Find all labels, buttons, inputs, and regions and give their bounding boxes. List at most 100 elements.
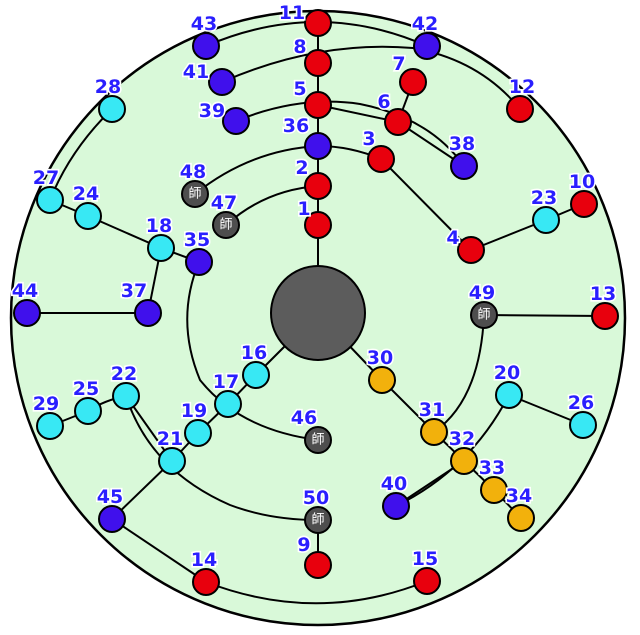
node-27[interactable]	[36, 186, 64, 214]
node-37[interactable]	[134, 299, 162, 327]
node-34[interactable]	[507, 504, 535, 532]
node-37-circle[interactable]	[134, 299, 162, 327]
node-11-circle[interactable]	[304, 9, 332, 37]
node-6-circle[interactable]	[384, 108, 412, 136]
node-21[interactable]	[158, 447, 186, 475]
node-40-circle[interactable]	[382, 492, 410, 520]
node-33-circle[interactable]	[480, 476, 508, 504]
node-29-circle[interactable]	[36, 412, 64, 440]
node-50-circle[interactable]	[304, 506, 332, 534]
node-22[interactable]	[112, 382, 140, 410]
node-13[interactable]	[591, 302, 619, 330]
node-25-circle[interactable]	[74, 397, 102, 425]
node-38-circle[interactable]	[450, 152, 478, 180]
node-31[interactable]	[420, 418, 448, 446]
node-25[interactable]	[74, 397, 102, 425]
node-31-circle[interactable]	[420, 418, 448, 446]
node-7[interactable]	[399, 68, 427, 96]
node-26[interactable]	[569, 411, 597, 439]
node-33[interactable]	[480, 476, 508, 504]
node-30-circle[interactable]	[368, 366, 396, 394]
node-49-circle[interactable]	[470, 301, 498, 329]
node-16-circle[interactable]	[242, 361, 270, 389]
node-10[interactable]	[570, 190, 598, 218]
node-9-circle[interactable]	[304, 551, 332, 579]
node-17-circle[interactable]	[214, 390, 242, 418]
node-24[interactable]	[74, 202, 102, 230]
node-20-circle[interactable]	[495, 381, 523, 409]
node-20[interactable]	[495, 381, 523, 409]
node-47-circle[interactable]	[212, 211, 240, 239]
node-41-circle[interactable]	[208, 68, 236, 96]
node-44[interactable]	[13, 299, 41, 327]
node-15-circle[interactable]	[413, 567, 441, 595]
node-43-circle[interactable]	[192, 32, 220, 60]
node-10-circle[interactable]	[570, 190, 598, 218]
node-19-circle[interactable]	[184, 419, 212, 447]
node-4-circle[interactable]	[457, 236, 485, 264]
node-24-circle[interactable]	[74, 202, 102, 230]
node-2-circle[interactable]	[304, 172, 332, 200]
node-32-circle[interactable]	[450, 447, 478, 475]
node-49[interactable]: 師	[470, 301, 498, 329]
node-14-circle[interactable]	[192, 568, 220, 596]
node-6[interactable]	[384, 108, 412, 136]
node-44-circle[interactable]	[13, 299, 41, 327]
node-27-circle[interactable]	[36, 186, 64, 214]
node-35-circle[interactable]	[185, 248, 213, 276]
node-1-circle[interactable]	[304, 211, 332, 239]
node-3-circle[interactable]	[367, 145, 395, 173]
node-38[interactable]	[450, 152, 478, 180]
node-34-circle[interactable]	[507, 504, 535, 532]
node-48[interactable]: 師	[181, 180, 209, 208]
node-18[interactable]	[147, 234, 175, 262]
node-50[interactable]: 師	[304, 506, 332, 534]
node-2[interactable]	[304, 172, 332, 200]
node-28[interactable]	[98, 95, 126, 123]
node-45-circle[interactable]	[98, 505, 126, 533]
node-5[interactable]	[304, 91, 332, 119]
node-32[interactable]	[450, 447, 478, 475]
node-42[interactable]	[413, 32, 441, 60]
node-47[interactable]: 師	[212, 211, 240, 239]
node-28-circle[interactable]	[98, 95, 126, 123]
node-36-circle[interactable]	[304, 132, 332, 160]
node-4[interactable]	[457, 236, 485, 264]
node-3[interactable]	[367, 145, 395, 173]
node-9[interactable]	[304, 551, 332, 579]
node-35[interactable]	[185, 248, 213, 276]
node-48-circle[interactable]	[181, 180, 209, 208]
node-23-circle[interactable]	[532, 206, 560, 234]
node-7-circle[interactable]	[399, 68, 427, 96]
node-23[interactable]	[532, 206, 560, 234]
node-40[interactable]	[382, 492, 410, 520]
node-36[interactable]	[304, 132, 332, 160]
node-30[interactable]	[368, 366, 396, 394]
node-8[interactable]	[304, 49, 332, 77]
node-12-circle[interactable]	[506, 95, 534, 123]
node-14[interactable]	[192, 568, 220, 596]
node-11[interactable]	[304, 9, 332, 37]
node-45[interactable]	[98, 505, 126, 533]
node-41[interactable]	[208, 68, 236, 96]
node-5-circle[interactable]	[304, 91, 332, 119]
node-21-circle[interactable]	[158, 447, 186, 475]
node-1[interactable]	[304, 211, 332, 239]
node-13-circle[interactable]	[591, 302, 619, 330]
node-29[interactable]	[36, 412, 64, 440]
node-46[interactable]: 師	[304, 426, 332, 454]
node-46-circle[interactable]	[304, 426, 332, 454]
node-17[interactable]	[214, 390, 242, 418]
node-22-circle[interactable]	[112, 382, 140, 410]
node-8-circle[interactable]	[304, 49, 332, 77]
node-15[interactable]	[413, 567, 441, 595]
node-16[interactable]	[242, 361, 270, 389]
node-43[interactable]	[192, 32, 220, 60]
node-39[interactable]	[222, 107, 250, 135]
node-26-circle[interactable]	[569, 411, 597, 439]
node-12[interactable]	[506, 95, 534, 123]
node-19[interactable]	[184, 419, 212, 447]
node-18-circle[interactable]	[147, 234, 175, 262]
node-39-circle[interactable]	[222, 107, 250, 135]
node-42-circle[interactable]	[413, 32, 441, 60]
